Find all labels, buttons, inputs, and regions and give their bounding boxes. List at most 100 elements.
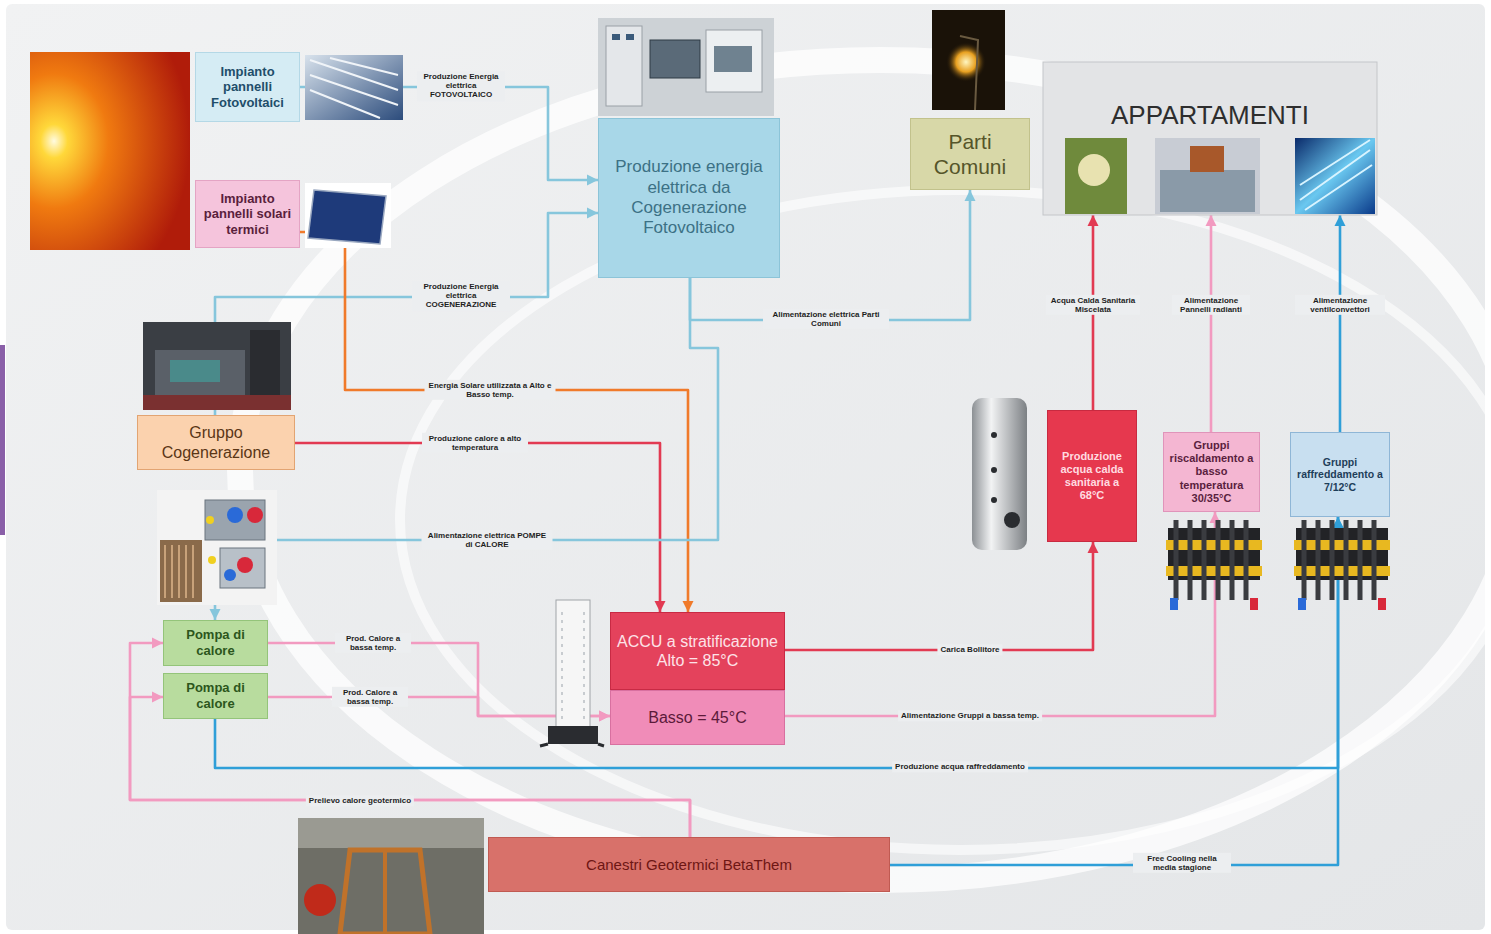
- flow-line: [300, 232, 688, 612]
- node-text: Impianto pannelli Fotovoltaici: [200, 64, 295, 111]
- pv-panel-photo: [310, 58, 398, 118]
- apartments-panel: [1065, 138, 1127, 214]
- storage-box: Basso = 45°C: [610, 690, 785, 745]
- boiler-tank: [1004, 512, 1020, 528]
- flow-label: Alimentazione Pannelli radianti: [1172, 295, 1250, 315]
- flow-connector: [1088, 215, 1099, 410]
- apartments-panel: [1300, 140, 1372, 210]
- manifold-cooling: [1294, 520, 1390, 610]
- control-panel-photo: [626, 34, 634, 40]
- heat-pump-schematic: [157, 490, 277, 605]
- solar-thermal-photo: [305, 183, 391, 248]
- geothermal-photo: [298, 818, 484, 934]
- arrow-head: [152, 638, 163, 649]
- cooling-group-box: Gruppi raffreddamento a 7/12°C: [1290, 432, 1390, 517]
- flow-line: [1339, 215, 1342, 432]
- cogeneration-photo: [143, 322, 291, 410]
- arrow-head: [1206, 215, 1217, 226]
- process-box: Produzione energia elettrica da Cogenera…: [598, 118, 780, 278]
- arrow-head: [587, 208, 598, 219]
- boiler-tank: [972, 398, 1027, 550]
- manifold-heating: [1176, 520, 1246, 600]
- flow-line: [215, 517, 1338, 768]
- heat-pump-schematic: [205, 500, 265, 540]
- apartments-panel: [1155, 138, 1260, 214]
- street-lamp-photo: [932, 10, 1005, 110]
- apartments-panel: [1190, 146, 1224, 172]
- flow-line: [130, 643, 690, 837]
- arrow-head: [655, 601, 666, 612]
- arrow-head: [599, 711, 610, 722]
- pv-panel-photo: [305, 55, 403, 120]
- accumulator-tank: [540, 600, 604, 746]
- accumulator-tank: [540, 744, 604, 746]
- apartments-panel: [1043, 62, 1377, 215]
- flow-connector: [215, 517, 1344, 768]
- flow-label: Acqua Calda Sanitaria Miscelata: [1046, 295, 1140, 315]
- side-bar: [0, 345, 5, 535]
- manifold-cooling: [1298, 598, 1306, 610]
- node-text: Basso = 45°C: [648, 708, 746, 727]
- sun-photo: [30, 52, 190, 250]
- geothermal-photo: [383, 850, 387, 934]
- source-box: Impianto pannelli solari termici: [195, 180, 300, 248]
- heat-pump-box: Pompa di calore: [163, 673, 268, 719]
- flow-connector: [130, 638, 690, 838]
- control-panel-photo: [650, 40, 700, 78]
- sun-photo: [30, 52, 190, 250]
- generator-box: Gruppo Cogenerazione: [137, 415, 295, 470]
- heat-pump-schematic: [224, 569, 236, 581]
- heating-group-box: Gruppi riscaldamento a basso temperatura…: [1163, 432, 1260, 512]
- control-panel-photo: [714, 46, 752, 72]
- flow-connector: [300, 232, 694, 612]
- solar-thermal-photo: [308, 190, 386, 244]
- arrow-head: [210, 609, 221, 620]
- street-lamp-photo: [946, 42, 986, 82]
- cogeneration-photo: [250, 330, 280, 400]
- node-text: Pompa di calore: [168, 680, 263, 711]
- dhw-box: Produzione acqua calda sanitaria a 68°C: [1047, 410, 1137, 542]
- arrow-head: [965, 190, 976, 201]
- arrow-head: [1335, 215, 1346, 226]
- flow-label: Prelievo calore geotermico: [306, 795, 414, 806]
- node-text: Gruppo Cogenerazione: [142, 423, 290, 461]
- geothermal-photo: [304, 884, 336, 916]
- boiler-tank: [991, 432, 997, 438]
- node-text: APPARTAMENTI: [1111, 100, 1309, 131]
- flow-label: Alimentazione elettrica Parti Comuni: [763, 309, 889, 329]
- flow-label: Produzione Energia elettrica FOTOVOLTAIC…: [417, 71, 505, 101]
- flow-label: Produzione acqua raffreddamento: [892, 761, 1028, 772]
- source-box: Impianto pannelli Fotovoltaici: [195, 52, 300, 122]
- solar-thermal-photo: [305, 183, 391, 248]
- manifold-heating: [1170, 598, 1178, 610]
- control-panel-photo: [598, 18, 774, 116]
- heat-pump-schematic: [165, 545, 193, 598]
- control-panel-photo: [706, 30, 762, 92]
- geothermal-photo: [298, 818, 484, 934]
- node-text: Impianto pannelli solari termici: [200, 191, 295, 238]
- node-text: Gruppi riscaldamento a basso temperatura…: [1168, 439, 1255, 505]
- storage-box: ACCU a stratificazione Alto = 85°C: [610, 612, 785, 690]
- manifold-cooling: [1378, 598, 1386, 610]
- control-panel-photo: [612, 34, 620, 40]
- heat-pump-schematic: [157, 490, 277, 605]
- flow-line: [785, 542, 1093, 650]
- consumer-panel: APPARTAMENTI: [1043, 62, 1377, 215]
- node-text: Pompa di calore: [168, 627, 263, 658]
- cogeneration-photo: [143, 395, 291, 410]
- arrow-head: [152, 692, 163, 703]
- boiler-tank: [991, 467, 997, 473]
- control-panel-photo: [606, 26, 642, 106]
- cogeneration-photo: [155, 350, 245, 395]
- flow-label: Carica Bollitore: [937, 644, 1002, 655]
- manifold-cooling: [1304, 520, 1374, 600]
- flow-connector: [890, 517, 1344, 865]
- flow-label: Alimentazione elettrica POMPE di CALORE: [422, 530, 553, 550]
- arrow-head: [599, 711, 610, 722]
- apartments-panel: [1295, 138, 1375, 214]
- swirl: [400, 190, 1491, 850]
- flow-label: Produzione calore a alto temperatura: [422, 433, 528, 453]
- flow-label: Produzione Energia elettrica COGENERAZIO…: [412, 281, 510, 311]
- geothermal-photo: [298, 818, 484, 848]
